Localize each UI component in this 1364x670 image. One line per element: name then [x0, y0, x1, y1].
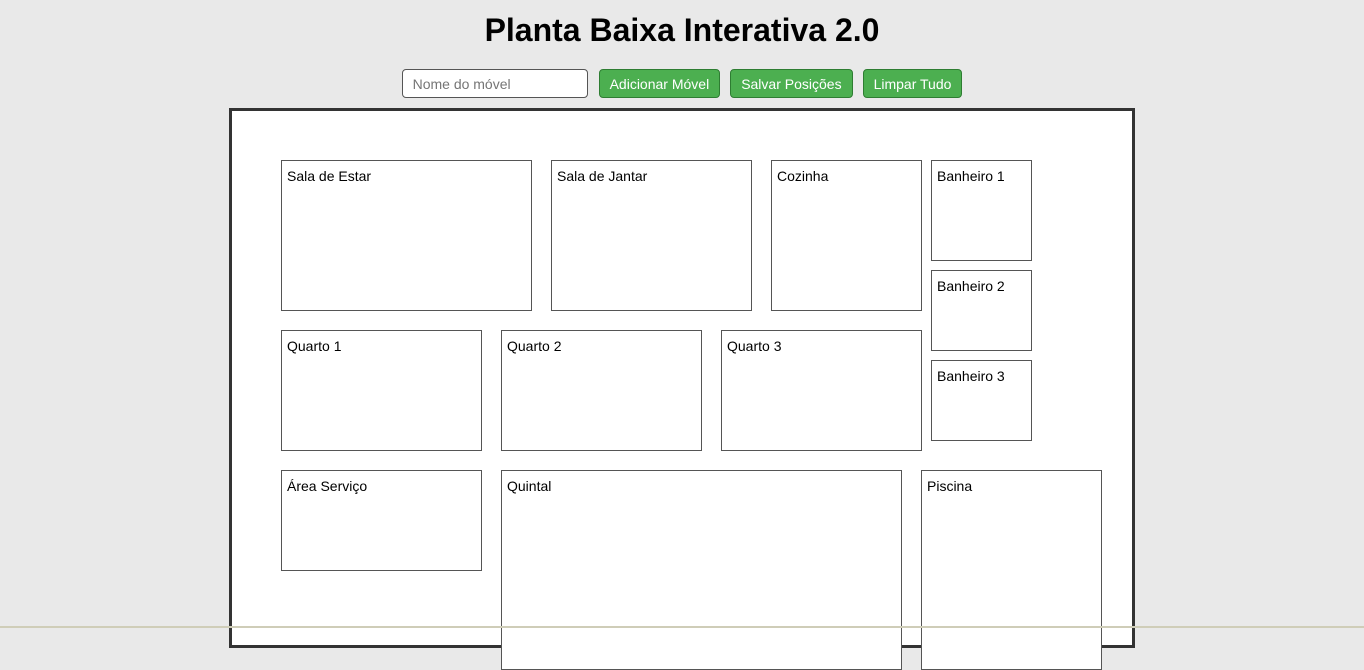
page-title: Planta Baixa Interativa 2.0 [484, 12, 880, 48]
room-label: Cozinha [777, 168, 829, 184]
room-banheiro-1[interactable]: Banheiro 1 [931, 160, 1032, 261]
toolbar: Adicionar Móvel Salvar Posições Limpar T… [0, 69, 1364, 98]
room-label: Piscina [927, 478, 973, 494]
room-label: Banheiro 3 [937, 368, 1005, 384]
room-sala-de-estar[interactable]: Sala de Estar [281, 160, 532, 311]
add-furniture-button[interactable]: Adicionar Móvel [598, 69, 721, 98]
floor-plan-canvas[interactable]: Sala de Estar Sala de Jantar Cozinha Ban… [229, 108, 1135, 670]
room-label: Quarto 2 [507, 338, 562, 354]
room-label: Sala de Estar [287, 168, 372, 184]
room-label: Banheiro 2 [937, 278, 1005, 294]
room-banheiro-3[interactable]: Banheiro 3 [931, 360, 1032, 441]
window-bottom-edge [0, 626, 1364, 628]
clear-all-button[interactable]: Limpar Tudo [862, 69, 963, 98]
room-quintal[interactable]: Quintal [501, 470, 902, 670]
room-label: Quarto 3 [727, 338, 782, 354]
room-cozinha[interactable]: Cozinha [771, 160, 922, 311]
room-label: Quarto 1 [287, 338, 342, 354]
room-label: Banheiro 1 [937, 168, 1005, 184]
room-label: Quintal [507, 478, 552, 494]
room-quarto-1[interactable]: Quarto 1 [281, 330, 482, 451]
room-area-servico[interactable]: Área Serviço [281, 470, 482, 571]
room-piscina[interactable]: Piscina [921, 470, 1102, 670]
save-positions-button[interactable]: Salvar Posições [730, 69, 853, 98]
room-banheiro-2[interactable]: Banheiro 2 [931, 270, 1032, 351]
furniture-name-input[interactable] [401, 69, 588, 98]
room-quarto-3[interactable]: Quarto 3 [721, 330, 922, 451]
room-label: Área Serviço [287, 478, 368, 494]
room-quarto-2[interactable]: Quarto 2 [501, 330, 702, 451]
room-label: Sala de Jantar [557, 168, 648, 184]
room-sala-de-jantar[interactable]: Sala de Jantar [551, 160, 752, 311]
